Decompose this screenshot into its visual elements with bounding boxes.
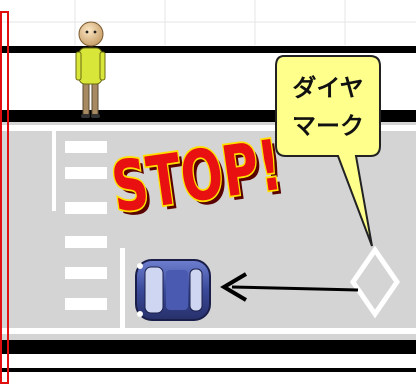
callout-line-2: マーク [292, 112, 364, 140]
car-top-view-icon [136, 260, 210, 320]
callout-line-1: ダイヤ [292, 74, 363, 102]
road-edge-bottom [0, 340, 416, 354]
stop-line [120, 248, 125, 328]
crosswalk-side-line [52, 131, 56, 211]
lower-curb-line [0, 368, 416, 372]
lane-line-bottom [0, 328, 416, 334]
upper-curb-line [0, 46, 416, 53]
